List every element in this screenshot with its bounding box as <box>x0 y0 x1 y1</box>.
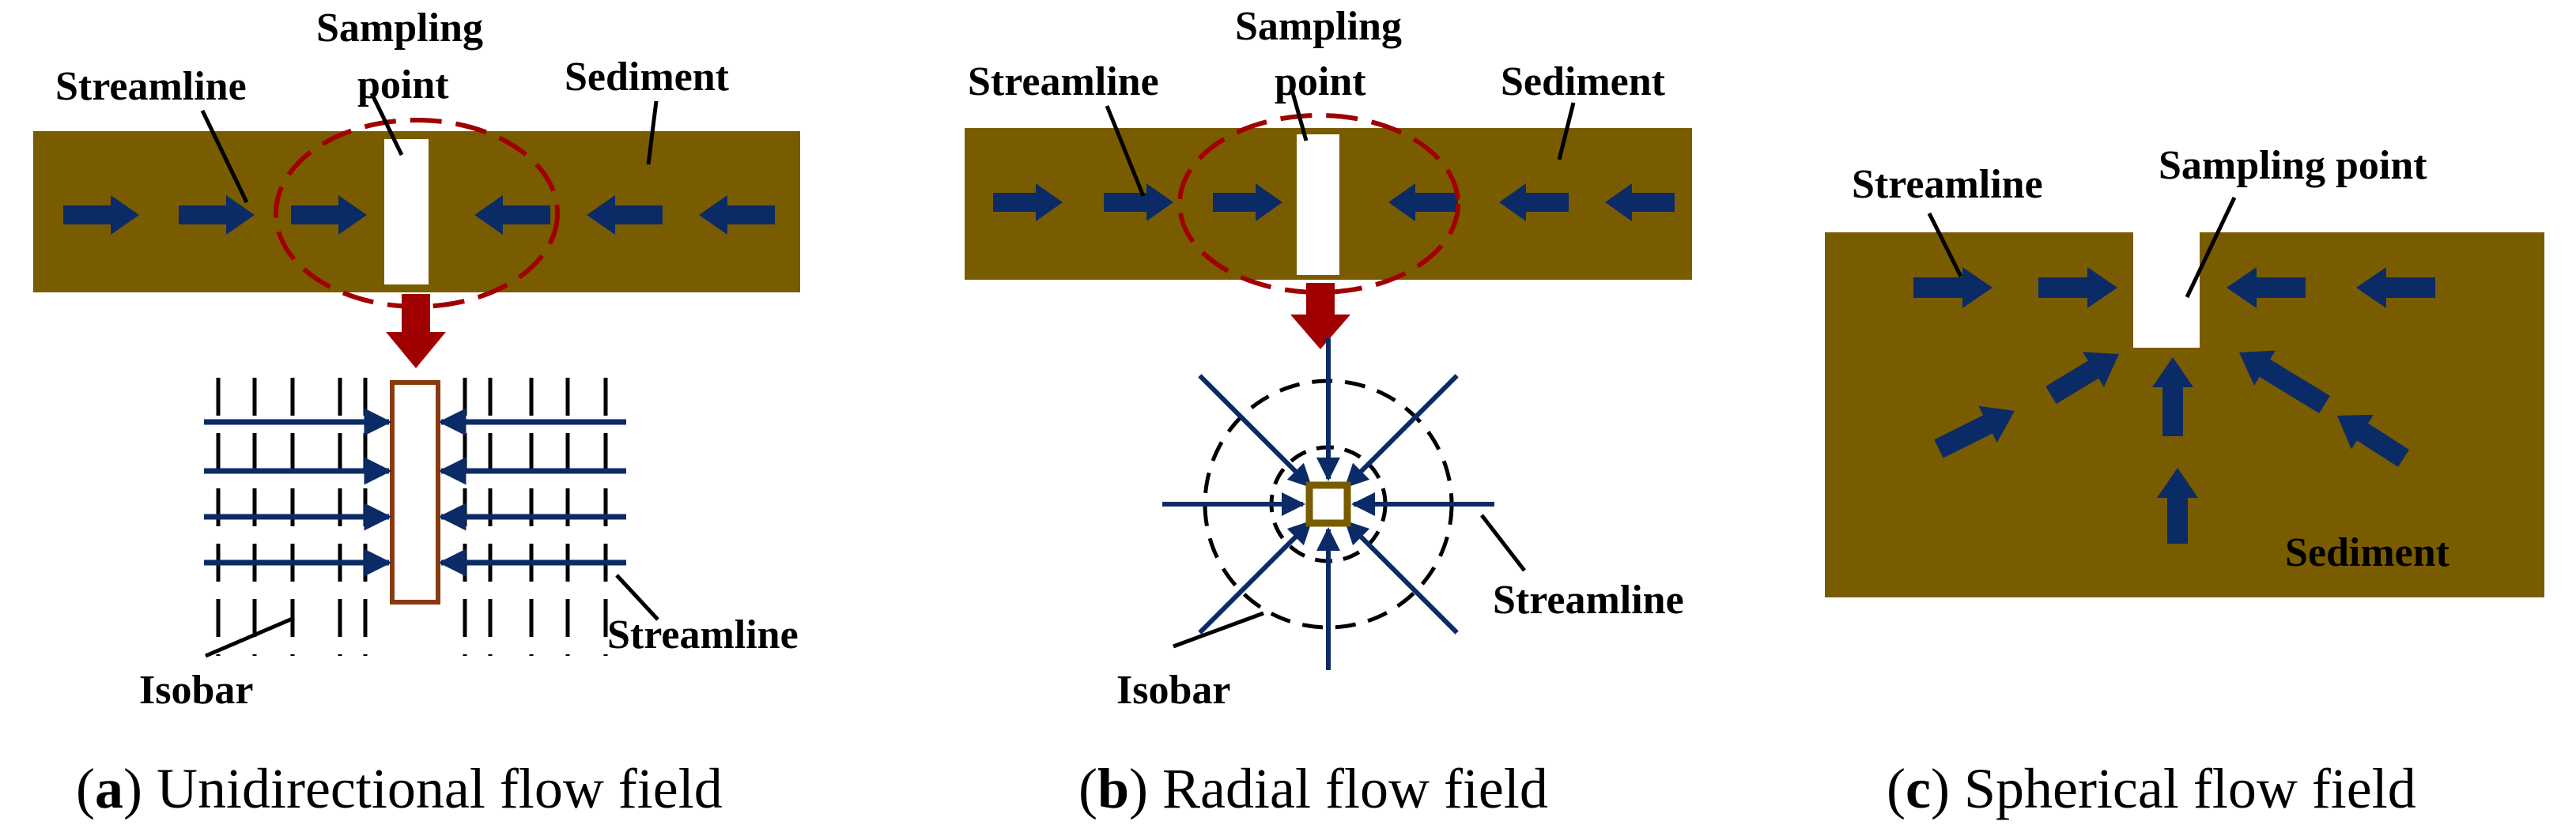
flow-arrow-icon <box>2045 352 2119 405</box>
flow-arrow-icon <box>587 195 663 235</box>
flow-arrow-icon <box>2152 357 2193 436</box>
flow-arrow-icon <box>993 183 1063 221</box>
sampling-point-pointer <box>2185 196 2237 299</box>
label-streamline: Streamline <box>1852 162 2043 207</box>
panel-a: Streamline Sampling point Sediment Isoba… <box>33 6 800 820</box>
flow-arrow-icon <box>1913 267 1992 308</box>
label-streamline-bottom: Streamline <box>1493 578 1684 623</box>
label-isobar: Isobar <box>1116 668 1230 713</box>
radial-streamline <box>1198 374 1313 488</box>
sampler-outline <box>390 380 440 605</box>
flow-arrow-icon <box>179 195 255 235</box>
flow-arrow-icon <box>2038 267 2117 308</box>
label-sampling-point: Sampling point <box>2159 143 2427 188</box>
streamline-bottom-pointer <box>1480 514 1526 572</box>
sampler-tube <box>384 139 429 284</box>
caption-c: (c) Spherical flow field <box>1887 757 2416 820</box>
flow-arrows-group <box>1913 267 2435 544</box>
flow-arrow-icon <box>1388 183 1458 221</box>
label-sampling: Sampling <box>1235 4 1402 49</box>
label-streamline-bottom: Streamline <box>607 612 799 657</box>
radial-streamlines <box>1162 338 1494 670</box>
label-point: point <box>1275 59 1366 104</box>
sampler-tube <box>2133 191 2200 348</box>
label-isobar: Isobar <box>139 668 253 713</box>
sampling-point-square <box>1305 481 1351 527</box>
flow-arrow-icon <box>2227 267 2306 308</box>
flow-arrow-icon <box>1499 183 1569 221</box>
isobar-pointer <box>1173 611 1264 649</box>
label-point: point <box>357 62 449 107</box>
down-arrow-icon <box>386 294 446 368</box>
flow-arrow-icon <box>2337 414 2409 467</box>
sediment-pointer <box>1557 102 1576 160</box>
radial-streamline <box>1198 520 1313 635</box>
caption-b: (b) Radial flow field <box>1078 757 1548 820</box>
flow-arrow-icon <box>1605 183 1675 221</box>
streamline-pointer <box>1927 212 1963 278</box>
sampling-zone-ellipse <box>1177 113 1460 295</box>
flow-arrow-icon <box>1213 183 1282 221</box>
flow-arrow-icon <box>63 195 139 235</box>
radial-streamline <box>1344 374 1459 488</box>
streamline-bottom-pointer <box>615 574 659 621</box>
label-streamline: Streamline <box>55 64 247 109</box>
flow-arrow-icon <box>1934 405 2015 458</box>
label-sediment: Sediment <box>565 55 730 100</box>
sediment-pointer <box>646 100 659 165</box>
flow-arrow-icon <box>291 195 367 235</box>
down-arrow-icon <box>1290 283 1350 349</box>
sampling-point-pointer <box>1290 89 1309 141</box>
sampling-point-pointer <box>369 92 404 156</box>
streamline-pointer <box>1105 105 1146 197</box>
label-streamline: Streamline <box>968 59 1159 104</box>
sampler-tube <box>1297 134 1339 275</box>
flow-arrow-icon <box>2157 468 2198 544</box>
streamline-arrows <box>204 408 626 577</box>
label-sampling: Sampling <box>316 6 483 51</box>
streamline-pointer <box>200 109 249 204</box>
label-sediment: Sediment <box>2285 530 2450 575</box>
caption-a: (a) Unidirectional flow field <box>76 757 723 820</box>
flow-arrow-icon <box>1104 183 1173 221</box>
flow-arrows-group <box>993 183 1675 221</box>
panel-c: Streamline Sampling point Sediment (c) S… <box>1825 143 2544 820</box>
flow-arrow-icon <box>474 195 550 235</box>
flow-arrow-icon <box>2356 267 2435 308</box>
flow-arrows-group <box>63 195 775 235</box>
label-sediment: Sediment <box>1501 59 1666 104</box>
panel-b: Streamline Sampling point Sediment Isoba… <box>965 4 1692 820</box>
flow-arrow-icon <box>2239 350 2330 414</box>
radial-streamline <box>1344 520 1459 635</box>
isobar-pointer <box>205 616 295 658</box>
flow-arrow-icon <box>699 195 775 235</box>
